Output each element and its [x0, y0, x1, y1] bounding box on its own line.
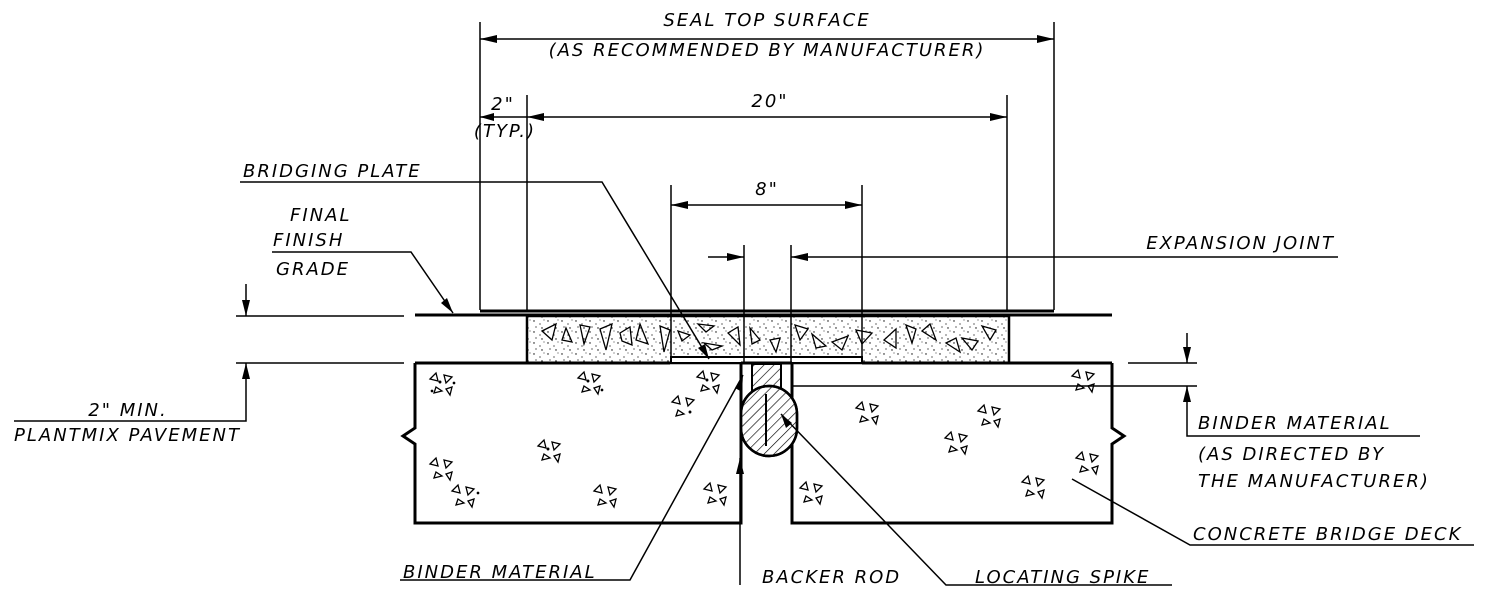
locating-spike-label: LOCATING SPIKE: [975, 567, 1150, 588]
seal-top-label-line2: (AS RECOMMENDED BY MANUFACTURER): [549, 40, 986, 61]
concrete-deck-right: [790, 363, 1127, 525]
plantmix-label-line1: 2" MIN.: [88, 400, 167, 421]
backer-rod-label: BACKER ROD: [762, 567, 901, 588]
seal-aggregate: [540, 321, 997, 354]
seal-body: [525, 314, 1011, 365]
bridging-plate-label: BRIDGING PLATE: [243, 161, 422, 182]
dimensions: [14, 22, 1420, 437]
final-grade-label-line1: FINAL: [290, 205, 351, 226]
binder-right-label-line1: BINDER MATERIAL: [1198, 413, 1392, 434]
final-grade-leader: [272, 251, 454, 314]
labels: SEAL TOP SURFACE (AS RECOMMENDED BY MANU…: [14, 10, 1462, 588]
binder-bottom-label: BINDER MATERIAL: [403, 562, 597, 583]
binder-right-label-line2: (AS DIRECTED BY: [1198, 444, 1385, 465]
concrete-deck-leader: [1071, 478, 1474, 546]
plantmix-label-line2: PLANTMIX PAVEMENT: [14, 425, 241, 446]
leaders: [240, 181, 1474, 586]
dim-2in-label: 2": [491, 94, 515, 115]
final-grade-label-line2: FINISH: [273, 230, 344, 251]
locating-spike-leader: [780, 413, 1172, 586]
bridging-plate-leader: [240, 181, 710, 360]
expansion-joint-label: EXPANSION JOINT: [1146, 233, 1335, 254]
final-grade-label-line3: GRADE: [276, 259, 350, 280]
dim-20in-label: 20": [751, 91, 788, 112]
dim-8in-label: 8": [755, 179, 779, 200]
binder-right-label-line3: THE MANUFACTURER): [1198, 471, 1430, 492]
concrete-aggregate: [428, 368, 1100, 509]
dim-typ-label: (TYP.): [474, 121, 536, 142]
plantmix-leader: [14, 363, 247, 422]
binder-bottom-leader: [400, 374, 744, 581]
binder-right-leader: [1186, 386, 1420, 437]
concrete-deck-label: CONCRETE BRIDGE DECK: [1193, 524, 1462, 545]
concrete-deck-left: [400, 363, 743, 525]
seal-top-label-line1: SEAL TOP SURFACE: [663, 10, 870, 31]
structure: [400, 309, 1127, 525]
